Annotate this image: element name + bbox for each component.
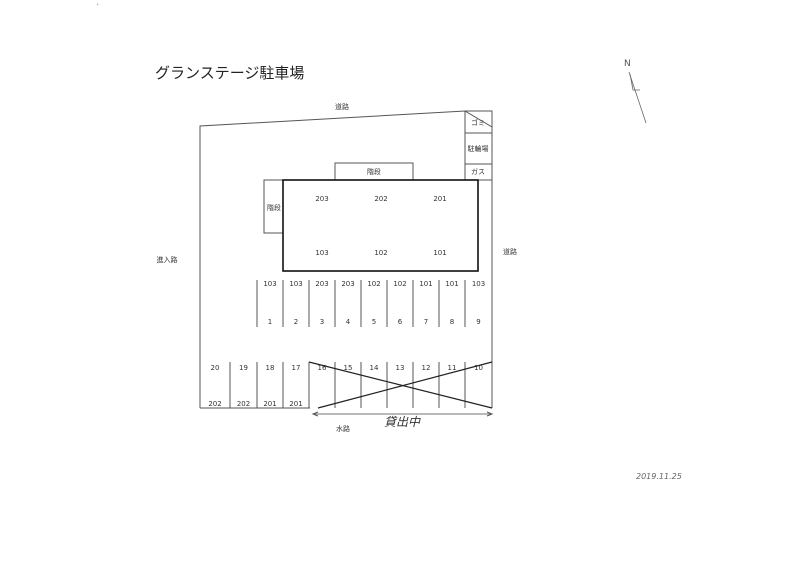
stall-number: 5 [372, 318, 376, 326]
garbage-label: ゴミ [471, 118, 485, 127]
stall-number: 11 [448, 364, 457, 372]
rented-label: 貸出中 [384, 415, 421, 429]
stall-unit: 102 [367, 280, 380, 288]
unit-label: 102 [374, 249, 387, 257]
entrance-label: 進入路 [157, 255, 178, 264]
unit-label: 201 [433, 195, 446, 203]
stall-number: 2 [294, 318, 298, 326]
unit-label: 101 [433, 249, 446, 257]
rented-cross-line [308, 361, 493, 409]
stall-number: 17 [292, 364, 301, 372]
stall-unit: 203 [341, 280, 354, 288]
stall-number: 7 [424, 318, 428, 326]
stall-unit: 101 [445, 280, 458, 288]
stall-unit: 102 [393, 280, 406, 288]
stall-number: 16 [318, 364, 327, 372]
scan-mark: ' [97, 3, 99, 10]
gas-label: ガス [471, 167, 485, 176]
road-top-label: 道路 [335, 102, 349, 111]
date-note: 2019.11.25 [636, 472, 682, 481]
stairs-left-label: 階段 [267, 203, 281, 212]
stall-number: 13 [396, 364, 405, 372]
stall-unit: 103 [263, 280, 276, 288]
stall-number: 3 [320, 318, 324, 326]
stairs-top-label: 階段 [367, 167, 381, 176]
stall-unit: 201 [289, 400, 302, 408]
stall-unit: 103 [289, 280, 302, 288]
stall-number: 12 [422, 364, 431, 372]
stall-number: 4 [346, 318, 351, 326]
stall-number: 6 [398, 318, 403, 326]
stall-number: 15 [344, 364, 353, 372]
stall-number: 14 [370, 364, 379, 372]
stall-unit: 202 [208, 400, 221, 408]
arrow-head-icon [486, 411, 494, 417]
building [282, 179, 479, 272]
stall-unit: 103 [472, 280, 485, 288]
arrow-head-icon [311, 411, 319, 417]
page-title: グランステージ駐車場 [155, 64, 305, 82]
stall-unit: 202 [237, 400, 250, 408]
waterway-label: 水路 [336, 424, 350, 433]
stall-number: 1 [268, 318, 272, 326]
north-label: N [624, 59, 631, 69]
unit-label: 103 [315, 249, 328, 257]
unit-label: 203 [315, 195, 328, 203]
stall-number: 8 [450, 318, 454, 326]
stall-unit: 201 [263, 400, 276, 408]
road-right-label: 道路 [503, 247, 517, 256]
unit-label: 202 [374, 195, 387, 203]
stall-number: 10 [474, 364, 483, 372]
stall-unit: 203 [315, 280, 328, 288]
bicycle-label: 駐輪場 [468, 144, 489, 153]
rented-cross-line [317, 361, 493, 409]
stall-number: 19 [239, 364, 248, 372]
stall-number: 9 [476, 318, 480, 326]
stall-number: 20 [211, 364, 220, 372]
stall-unit: 101 [419, 280, 432, 288]
north-arrow-icon [628, 71, 647, 124]
stall-number: 18 [266, 364, 275, 372]
